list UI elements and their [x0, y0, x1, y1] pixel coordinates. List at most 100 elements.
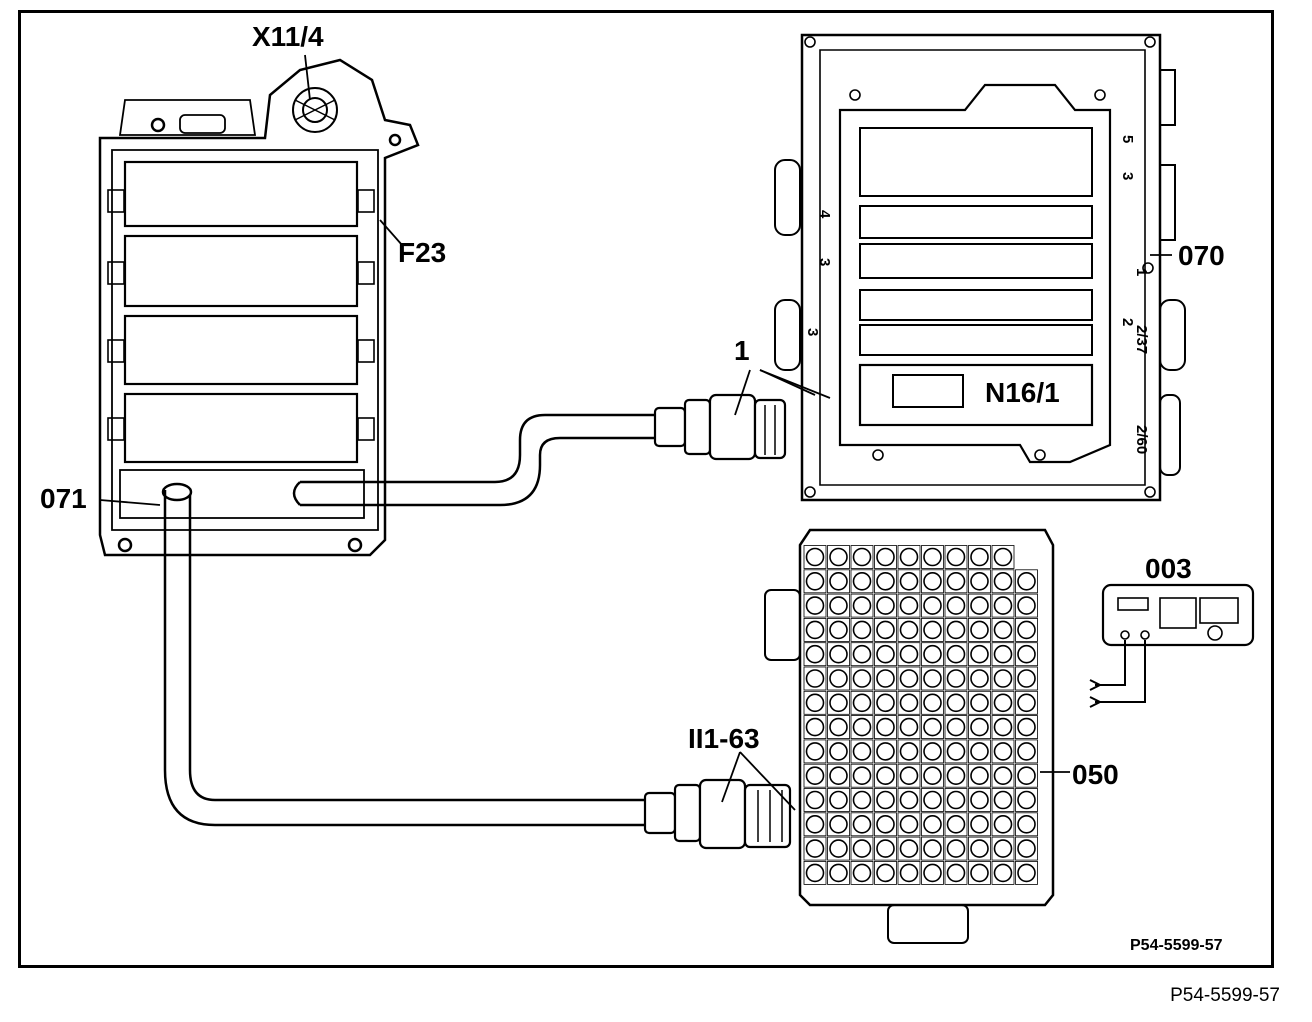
socket-cell [1015, 642, 1038, 667]
socket-cell [897, 788, 921, 812]
test-socket [852, 742, 872, 761]
test-socket [946, 693, 966, 713]
socket-cell [874, 715, 897, 739]
test-socket [923, 669, 942, 688]
test-socket [805, 814, 825, 834]
test-socket [852, 863, 872, 883]
socket-cell [968, 861, 991, 885]
test-socket [805, 620, 825, 640]
connector-1 [653, 393, 787, 461]
test-socket [946, 571, 966, 591]
test-socket [1017, 766, 1036, 786]
test-socket [1017, 717, 1036, 737]
test-socket [829, 717, 848, 737]
test-socket [899, 814, 919, 834]
test-socket [993, 863, 1013, 883]
label-ii1-63: II1-63 [688, 723, 760, 754]
rail-mark: 3 [1119, 172, 1136, 180]
socket-cell [897, 690, 921, 715]
socket-cell [850, 715, 874, 739]
label-x11-4: X11/4 [252, 21, 324, 52]
socket-cell [827, 593, 850, 618]
socket-cell [827, 739, 850, 764]
test-socket [829, 644, 848, 664]
adapter-number: 3 [816, 258, 833, 266]
socket-cell [803, 690, 827, 715]
test-socket [805, 790, 825, 810]
socket-cell [921, 569, 944, 594]
socket-cell [850, 812, 874, 837]
test-socket [829, 620, 848, 640]
figure-reference-outer: P54-5599-57 [1170, 985, 1280, 1006]
test-socket [899, 839, 919, 858]
connector-ii1-63 [643, 778, 792, 850]
test-socket [852, 547, 872, 567]
socket-cell [944, 788, 968, 812]
test-socket [805, 693, 825, 713]
cable-to-adapter [292, 413, 660, 507]
test-socket [923, 571, 942, 591]
socket-cell [850, 545, 874, 569]
leader-lines-left [99, 54, 403, 506]
test-socket [993, 790, 1013, 810]
socket-cell [968, 690, 991, 715]
socket-cell [827, 569, 850, 594]
socket-cell [850, 690, 874, 715]
socket-cell [874, 739, 897, 764]
test-socket [876, 814, 895, 834]
socket-cell [850, 739, 874, 764]
socket-cell [991, 715, 1015, 739]
rail-mark: 1 [1133, 268, 1150, 276]
socket-cell [944, 618, 968, 642]
socket-cell [991, 545, 1015, 569]
socket-cell [897, 861, 921, 885]
cable-to-breakout-box [161, 482, 650, 827]
test-socket [852, 620, 872, 640]
test-socket [1017, 596, 1036, 615]
test-socket [970, 766, 989, 786]
test-socket [899, 717, 919, 737]
test-socket [852, 669, 872, 688]
test-socket [899, 669, 919, 688]
socket-cell [897, 812, 921, 837]
test-socket [876, 620, 895, 640]
test-socket [1017, 839, 1036, 858]
socket-cell [897, 618, 921, 642]
socket-cell [897, 593, 921, 618]
socket-cell [850, 618, 874, 642]
socket-cell [991, 618, 1015, 642]
socket-cell [1015, 569, 1038, 594]
control-unit-module [98, 58, 420, 557]
socket-cell [944, 715, 968, 739]
test-socket [970, 547, 989, 567]
socket-cell [944, 836, 968, 861]
test-socket [805, 596, 825, 615]
test-socket [923, 839, 942, 858]
socket-cell [991, 763, 1015, 788]
test-socket [805, 669, 825, 688]
socket-cell [991, 739, 1015, 764]
test-socket [1017, 790, 1036, 810]
test-socket [805, 839, 825, 858]
test-socket [993, 596, 1013, 615]
test-socket [946, 644, 966, 664]
socket-cell [874, 593, 897, 618]
socket-cell [874, 788, 897, 812]
socket-cell [991, 836, 1015, 861]
test-socket [993, 620, 1013, 640]
test-socket [946, 669, 966, 688]
label-f23: F23 [398, 237, 446, 268]
socket-cell [944, 666, 968, 691]
socket-cell [921, 788, 944, 812]
socket-cell [991, 569, 1015, 594]
test-socket [852, 571, 872, 591]
socket-cell [850, 569, 874, 594]
test-socket [899, 596, 919, 615]
test-socket [923, 717, 942, 737]
test-socket [923, 644, 942, 664]
label-070: 070 [1178, 240, 1225, 271]
test-socket [993, 571, 1013, 591]
adapter-number: 3 [804, 328, 821, 336]
test-socket [946, 766, 966, 786]
test-socket [805, 717, 825, 737]
